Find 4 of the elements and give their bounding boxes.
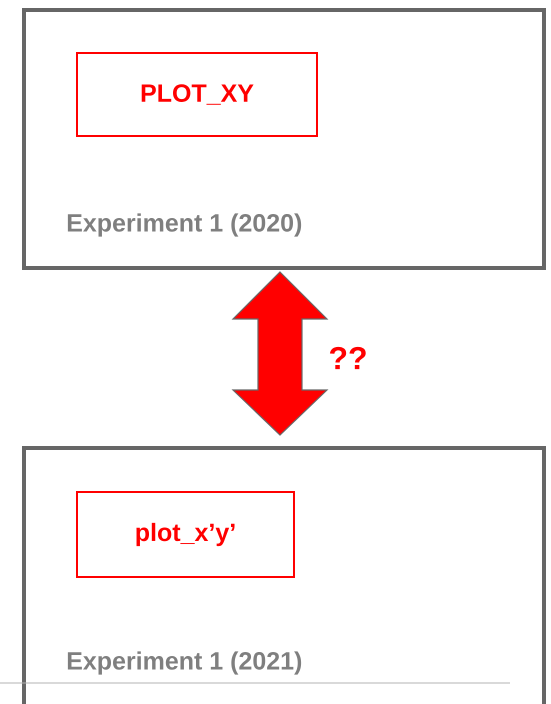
- plot-box: PLOT_XY: [76, 52, 318, 137]
- edge-label: ??: [330, 346, 366, 370]
- plot-box: plot_x’y’: [76, 491, 295, 578]
- double-arrow: [232, 271, 328, 436]
